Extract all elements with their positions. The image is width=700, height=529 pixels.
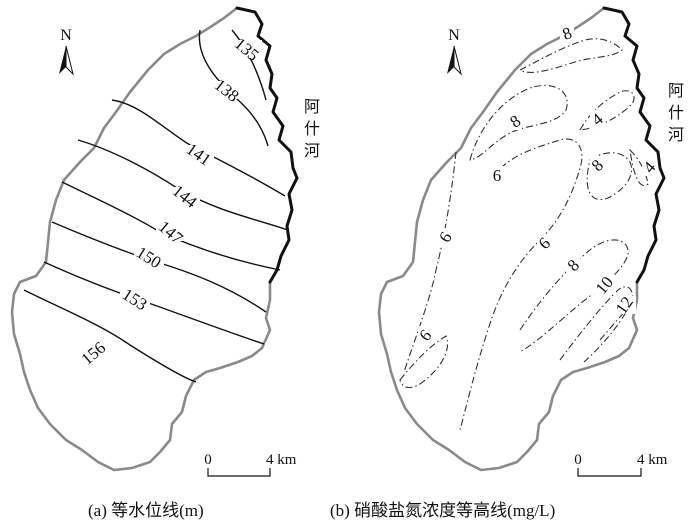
nitrate-label-10: 10 — [592, 273, 617, 298]
river-name-label: 阿 什 河 — [304, 97, 320, 160]
svg-text:4 km: 4 km — [637, 452, 668, 468]
north-arrow: N — [447, 27, 462, 76]
north-arrow-right-half — [65, 45, 74, 76]
svg-text:0: 0 — [574, 452, 582, 468]
nitrate-contour-6-west — [403, 151, 457, 373]
nitrate-contour-6-southwest — [399, 335, 448, 389]
panel-b-nitrate-map: 8 8 4 6 8 4 6 6 — [330, 6, 684, 520]
panel-a-water-level-map: 135 138 141 144 147 150 153 156 — [10, 6, 320, 520]
panel-a-caption: (a) 等水位线(m) — [88, 501, 204, 520]
ashi-river — [235, 6, 299, 284]
svg-text:N: N — [448, 27, 460, 44]
nitrate-contour-8-east — [586, 152, 632, 200]
ashi-river — [602, 6, 666, 284]
scale-bar: 0 4 km — [574, 452, 668, 477]
svg-text:6: 6 — [493, 166, 502, 185]
nitrate-label-8-north: 8 — [560, 23, 574, 44]
nitrate-label-8-south: 8 — [564, 256, 583, 275]
svg-text:4 km: 4 km — [266, 452, 297, 468]
contour-135 — [231, 29, 267, 101]
nitrate-contour-4-north — [579, 90, 635, 131]
nitrate-label-6-west: 6 — [435, 228, 456, 246]
svg-text:什: 什 — [668, 103, 684, 122]
scale-bar: 0 4 km — [204, 452, 297, 477]
north-arrow-left-half — [447, 46, 454, 74]
nitrate-contour-8-north — [518, 38, 623, 73]
contour-156 — [23, 289, 197, 383]
nitrate-contour-8-west — [469, 84, 568, 161]
contour-138 — [198, 29, 269, 147]
north-arrow: N — [59, 27, 74, 76]
panel-b-caption: (b) 硝酸盐氮浓度等高线(mg/L) — [330, 501, 555, 520]
svg-text:河: 河 — [304, 141, 320, 160]
study-area-boundary — [10, 6, 299, 472]
study-area-boundary — [377, 6, 666, 472]
north-arrow-left-half — [59, 46, 66, 74]
nitrate-contour-4-east — [629, 148, 649, 186]
nitrate-contour-6-central — [459, 138, 583, 431]
nitrate-label-4-east: 4 — [639, 158, 659, 177]
nitrate-label-4-north: 4 — [588, 109, 607, 129]
nitrate-label-8-east: 8 — [588, 156, 607, 175]
nitrate-label-12: 12 — [612, 293, 637, 318]
svg-text:0: 0 — [204, 452, 212, 468]
svg-text:什: 什 — [304, 119, 320, 138]
nitrate-label-6-central: 6 — [535, 234, 554, 253]
nitrate-label-6-southwest: 6 — [415, 326, 435, 345]
nitrate-label-8-west: 8 — [506, 111, 524, 131]
nitrate-label-6-upper: 6 — [490, 166, 504, 185]
svg-text:河: 河 — [668, 125, 684, 144]
svg-text:阿: 阿 — [668, 81, 684, 100]
nitrate-contour-8-south — [519, 239, 629, 353]
river-name-label: 阿 什 河 — [668, 81, 684, 144]
svg-text:N: N — [60, 27, 72, 44]
svg-text:阿: 阿 — [304, 97, 320, 116]
nitrate-contour-10 — [559, 286, 633, 363]
north-arrow-right-half — [453, 45, 462, 76]
